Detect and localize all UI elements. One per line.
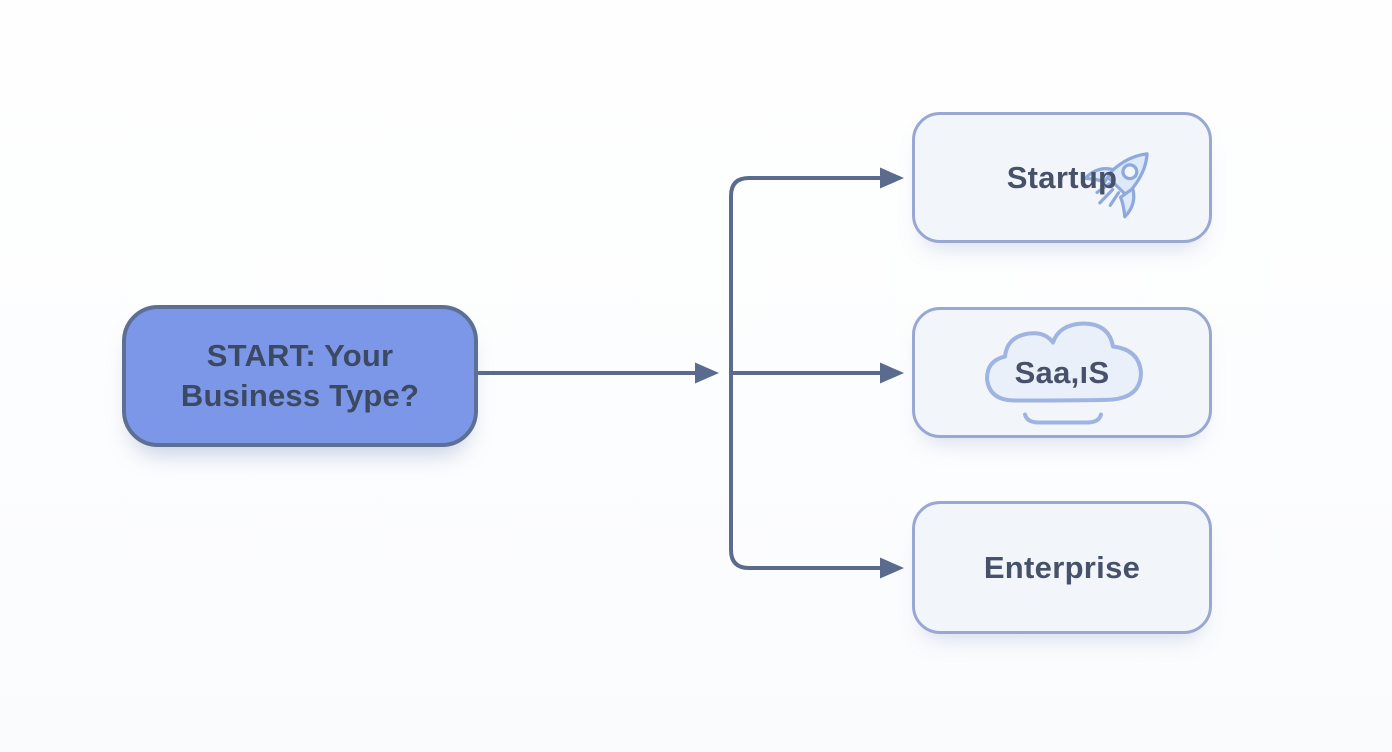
arrowhead-junction: [695, 362, 719, 384]
option-node-startup: Startup: [912, 112, 1212, 243]
arrowhead-enterprise: [880, 557, 904, 579]
connector-junction-to-startup: [729, 176, 882, 375]
option-label-saas: Saa,ıS: [1014, 354, 1110, 390]
option-label-startup: Startup: [1006, 159, 1118, 195]
start-node-label-line1: START: Your: [206, 338, 394, 373]
option-node-enterprise: Enterprise: [912, 501, 1212, 634]
option-label-enterprise: Enterprise: [983, 549, 1141, 585]
start-node-label: START: Your Business Type?: [181, 336, 419, 416]
arrowhead-saas: [880, 362, 904, 384]
start-node-label-line2: Business Type?: [180, 378, 420, 413]
connector-junction-to-enterprise: [729, 371, 882, 570]
arrowhead-startup: [880, 167, 904, 189]
cloud-icon: [985, 321, 1143, 425]
start-node: START: Your Business Type?: [122, 305, 478, 447]
rocket-icon: [1083, 152, 1149, 219]
option-node-saas: Saa,ıS: [912, 307, 1212, 438]
